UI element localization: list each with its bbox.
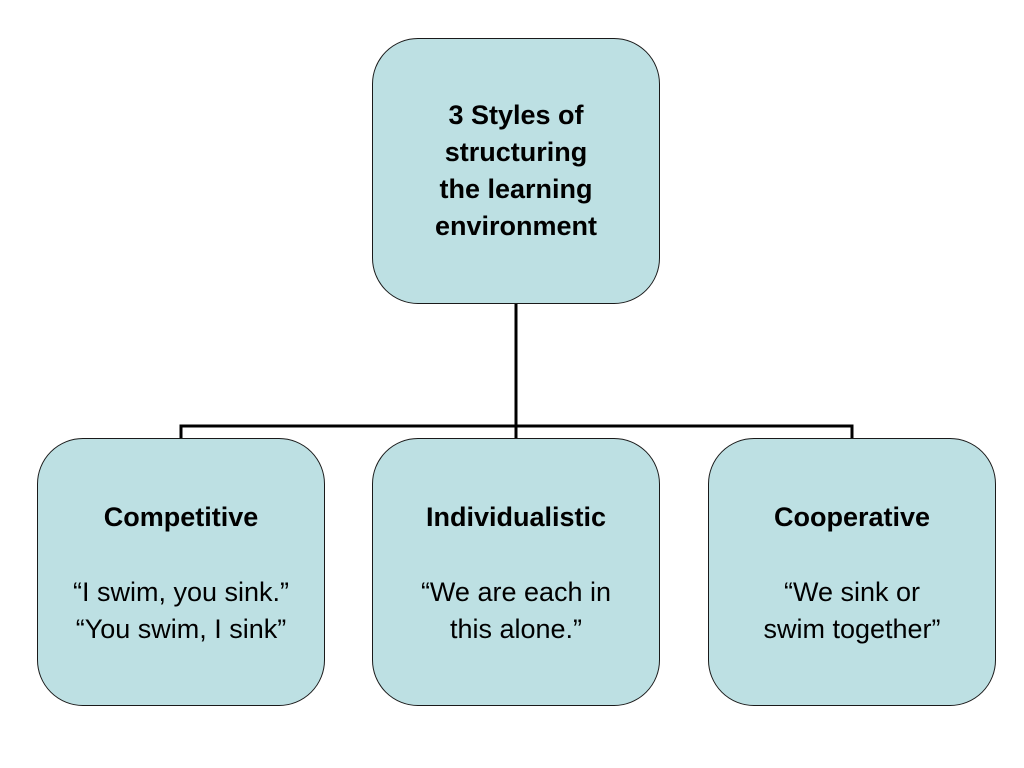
- node-competitive-title: Competitive: [103, 502, 259, 532]
- node-competitive-quote: “I swim, you sink.” “You swim, I sink”: [72, 577, 290, 644]
- root-node: 3 Styles of structuring the learning env…: [372, 38, 660, 304]
- node-cooperative: Cooperative “We sink or swim together”: [708, 438, 996, 706]
- node-individualistic: Individualistic “We are each in this alo…: [372, 438, 660, 706]
- root-title: 3 Styles of structuring the learning env…: [434, 100, 598, 241]
- node-individualistic-title: Individualistic: [425, 502, 607, 532]
- node-individualistic-quote: “We are each in this alone.”: [420, 577, 612, 644]
- node-cooperative-title: Cooperative: [773, 502, 931, 532]
- node-competitive: Competitive “I swim, you sink.” “You swi…: [37, 438, 325, 706]
- node-cooperative-quote: “We sink or swim together”: [763, 577, 941, 644]
